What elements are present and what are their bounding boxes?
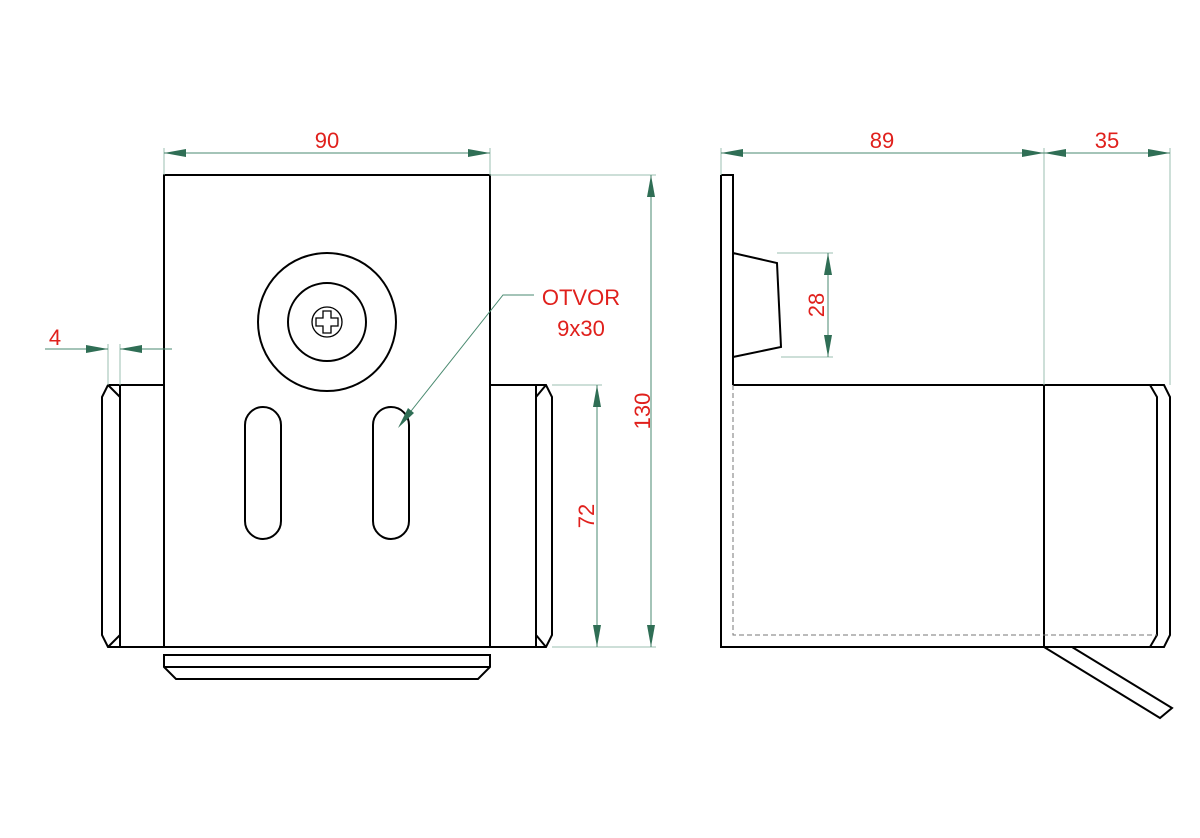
side-plate (720, 174, 1044, 648)
hidden-line (732, 385, 1157, 636)
wedge (732, 251, 783, 359)
dim-flange-72: 72 (574, 504, 599, 528)
phillips-cross-icon (315, 310, 339, 334)
dim-depth-89: 89 (870, 128, 894, 153)
dim-wedge-28: 28 (804, 293, 829, 317)
side-flange (1044, 384, 1171, 648)
dim-flange-35: 35 (1095, 128, 1119, 153)
side-view (720, 174, 1174, 720)
left-flange (101, 384, 164, 648)
front-dimensions: 90 130 72 4 OTVOR 9x30 (45, 128, 656, 648)
callout-otvor: OTVOR (542, 285, 620, 310)
washer-inner (287, 282, 367, 362)
front-plate (163, 174, 491, 648)
dim-height-130: 130 (630, 393, 655, 430)
callout-size: 9x30 (557, 316, 605, 341)
angled-tab (1040, 646, 1174, 720)
front-view (101, 174, 553, 680)
dim-width-90: 90 (315, 128, 339, 153)
bottom-flange (163, 654, 491, 680)
side-dimensions: 89 35 28 (720, 128, 1171, 385)
slot-right (372, 406, 410, 540)
slot-left (244, 406, 282, 540)
right-flange (490, 384, 553, 648)
side-box (733, 384, 1157, 647)
screw-head (311, 306, 343, 338)
dim-thickness-4: 4 (49, 325, 61, 350)
washer-outer (257, 252, 397, 392)
